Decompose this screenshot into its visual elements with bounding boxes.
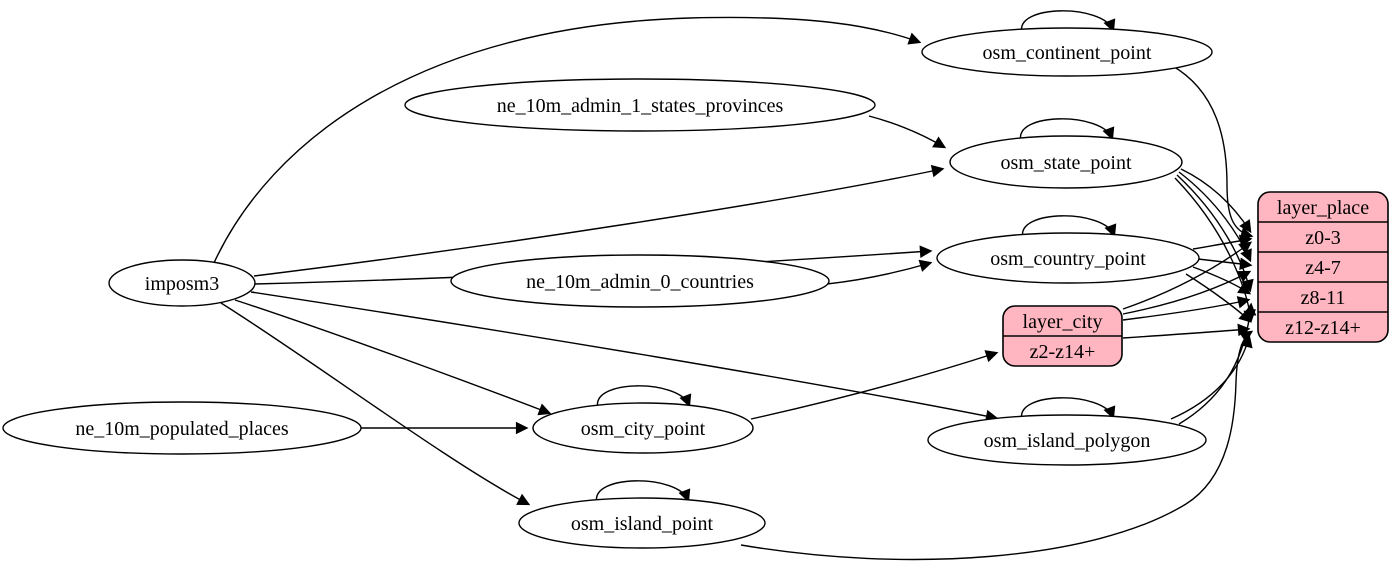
self-loop-osm-island-polygon [1021, 397, 1116, 421]
record-row-layer-place-layer-place: layer_place [1277, 197, 1369, 219]
record-row-layer-place-z12-z14-: z12-z14+ [1285, 317, 1361, 339]
node-shape-osm-city-point [532, 402, 754, 454]
record-layer-place: layer_place z0-3 z4-7 z8-11 z12-z14+ [1257, 191, 1389, 343]
node-osm-island-point: osm_island_point [518, 497, 766, 549]
edge-imposm3--osm-island-point [220, 302, 531, 506]
edge-osm-island-polygon--layer-place-z8-11 [1178, 302, 1257, 425]
node-label-osm-city-point: osm_city_point [581, 418, 706, 440]
node-shape-ne-10m-admin-0-countries [450, 254, 830, 308]
self-loop-osm-island-point [596, 480, 691, 504]
edge-ne-10m-admin-0-countries--osm-country-point [826, 259, 933, 285]
self-loop-osm-city-point [597, 385, 692, 409]
edge-imposm3--osm-continent-point [212, 16, 922, 266]
node-ne-10m-admin-0-countries: ne_10m_admin_0_countries [450, 254, 830, 308]
edge-ne-10m-admin-1-states-provinces--osm-state-point [868, 115, 947, 149]
edge-imposm3--osm-state-point [253, 164, 945, 277]
edge-osm-city-point--layer-city-z2-z14- [750, 350, 999, 420]
edge-osm-state-point--layer-place-z0-3 [1180, 168, 1252, 234]
edge-layer-city--layer-place-z8-11 [1122, 296, 1251, 321]
node-shape-ne-10m-admin-1-states-provinces [404, 78, 876, 132]
node-label-ne-10m-admin-1-states-provinces: ne_10m_admin_1_states_provinces [497, 95, 784, 117]
node-label-ne-10m-admin-0-countries: ne_10m_admin_0_countries [526, 271, 754, 293]
record-row-layer-place-z4-7: z4-7 [1305, 257, 1341, 279]
edges-layer [212, 10, 1257, 561]
edge-layer-city--layer-place-z12-z14- [1122, 323, 1251, 339]
record-row-layer-city-layer-city: layer_city [1023, 311, 1103, 333]
node-osm-country-point: osm_country_point [936, 232, 1200, 284]
edge-layer-city--layer-place-z4-7 [1122, 270, 1252, 315]
node-label-osm-state-point: osm_state_point [1000, 152, 1132, 174]
node-label-osm-country-point: osm_country_point [990, 248, 1146, 270]
edge-osm-island-polygon--layer-place-z12-z14- [1170, 334, 1253, 420]
node-osm-continent-point: osm_continent_point [921, 27, 1213, 77]
node-shape-osm-island-polygon [927, 414, 1207, 466]
edge-osm-island-point--layer-place-z12-z14- [740, 330, 1254, 561]
record-layer-city: layer_city z2-z14+ [1002, 305, 1123, 367]
node-label-osm-continent-point: osm_continent_point [983, 42, 1152, 64]
record-row-layer-place-z8-11: z8-11 [1301, 287, 1346, 309]
record-shape-layer-place [1257, 191, 1389, 343]
node-label-imposm3: imposm3 [145, 273, 219, 295]
record-row-layer-city-z2-z14-: z2-z14+ [1030, 341, 1096, 363]
node-osm-city-point: osm_city_point [532, 402, 754, 454]
self-loop-osm-continent-point [1021, 10, 1116, 34]
node-shape-osm-island-point [518, 497, 766, 549]
edge-imposm3--osm-city-point [234, 299, 552, 416]
node-ne-10m-admin-1-states-provinces: ne_10m_admin_1_states_provinces [404, 78, 876, 132]
node-osm-island-polygon: osm_island_polygon [927, 414, 1207, 466]
node-imposm3: imposm3 [108, 259, 256, 307]
edge-osm-country-point--layer-place-z8-11 [1192, 266, 1252, 295]
node-shape-osm-state-point [949, 135, 1183, 189]
self-loop-osm-country-point [1022, 215, 1117, 239]
node-shape-imposm3 [108, 259, 256, 307]
node-shape-ne-10m-populated-places [2, 401, 362, 455]
node-osm-state-point: osm_state_point [949, 135, 1183, 189]
edge-osm-continent-point--layer-place-z0-3 [1170, 64, 1254, 240]
node-label-osm-island-polygon: osm_island_polygon [984, 430, 1151, 452]
node-shape-osm-country-point [936, 232, 1200, 284]
record-row-layer-place-z0-3: z0-3 [1305, 227, 1341, 249]
self-loop-osm-state-point [1020, 118, 1115, 142]
node-label-osm-island-point: osm_island_point [571, 513, 714, 535]
node-ne-10m-populated-places: ne_10m_populated_places [2, 401, 362, 455]
node-label-ne-10m-populated-places: ne_10m_populated_places [75, 418, 288, 440]
edge-imposm3--osm-island-polygon [250, 291, 999, 423]
edge-osm-country-point--layer-place-z4-7 [1197, 257, 1253, 271]
edge-layer-city--layer-place-z0-3 [1122, 241, 1253, 310]
edge-osm-country-point--layer-place-z0-3 [1192, 234, 1253, 250]
nodes-layer: imposm3 ne_10m_admin_1_states_provincesne… [2, 27, 1389, 549]
node-shape-osm-continent-point [921, 27, 1213, 77]
